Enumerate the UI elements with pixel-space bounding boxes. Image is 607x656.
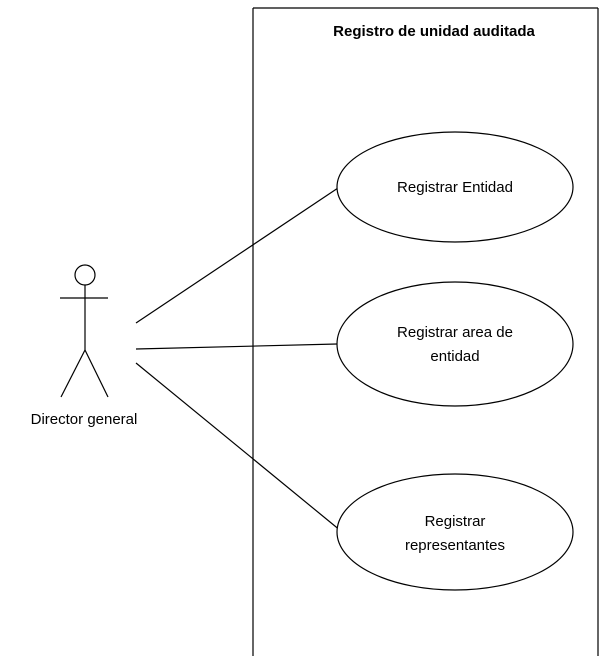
actor-right-leg — [84, 349, 109, 398]
use-case-label: Registrar area de — [397, 324, 513, 341]
actor-left-leg — [60, 349, 86, 398]
association-line — [135, 343, 338, 350]
actor-name: Director general — [31, 411, 138, 428]
use-case-ellipse — [336, 473, 574, 591]
system-title: Registro de unidad auditada — [333, 23, 535, 40]
use-case-registrar-representantes: Registrar representantes — [336, 473, 574, 591]
use-case-label: Registrar Entidad — [397, 179, 513, 196]
use-case-registrar-area: Registrar area de entidad — [336, 281, 574, 407]
use-case-ellipse — [336, 281, 574, 407]
actor-head — [74, 264, 96, 286]
use-case-label: Registrar — [425, 513, 486, 530]
association-line — [135, 187, 339, 324]
association-line — [135, 362, 342, 532]
system-boundary: Registro de unidad auditada — [252, 7, 599, 656]
use-case-ellipse — [336, 131, 574, 243]
associations — [135, 187, 342, 532]
use-case-label: representantes — [405, 537, 505, 554]
actor-director: Director general — [31, 264, 138, 428]
use-case-registrar-entidad: Registrar Entidad — [336, 131, 574, 243]
use-case-label: entidad — [430, 348, 479, 365]
